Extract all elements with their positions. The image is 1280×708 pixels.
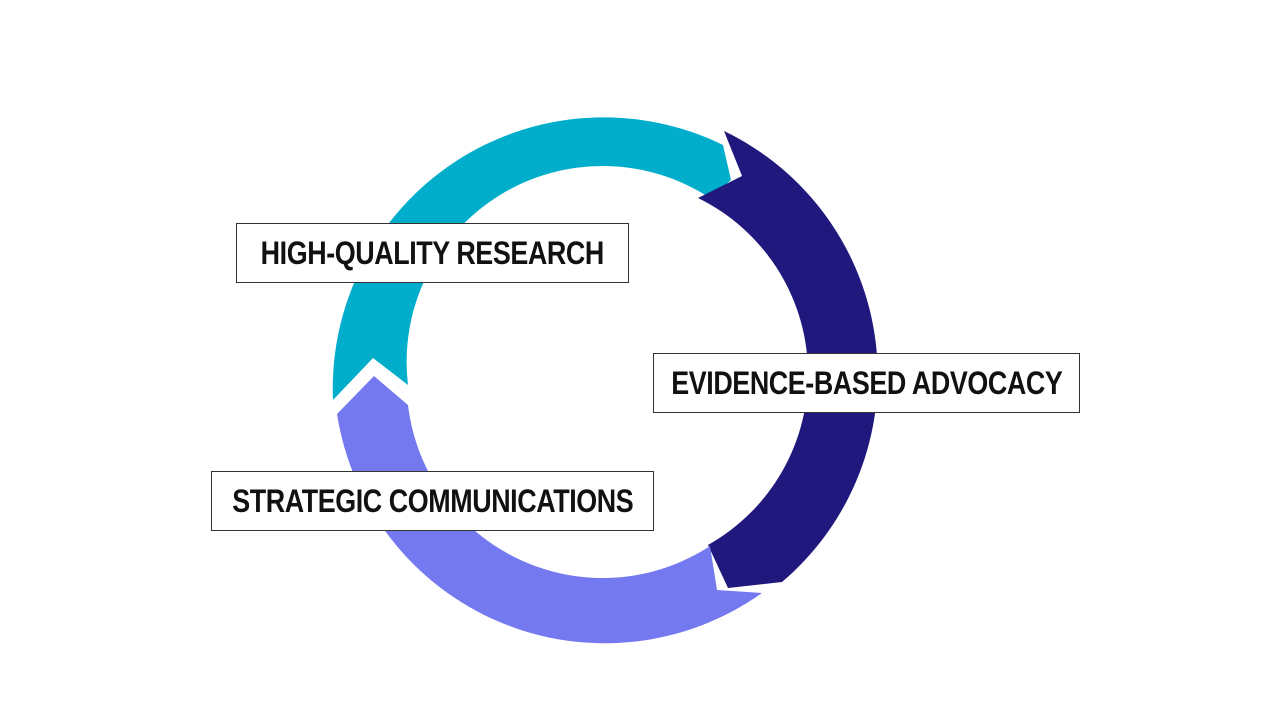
communications-label-box: STRATEGIC COMMUNICATIONS — [211, 471, 654, 531]
research-label-box: HIGH-QUALITY RESEARCH — [236, 223, 629, 283]
communications-label: STRATEGIC COMMUNICATIONS — [231, 482, 634, 519]
research-arrow-segment — [332, 117, 731, 400]
advocacy-label: EVIDENCE-BASED ADVOCACY — [670, 364, 1063, 401]
advocacy-label-box: EVIDENCE-BASED ADVOCACY — [653, 353, 1080, 413]
research-label: HIGH-QUALITY RESEARCH — [260, 234, 605, 271]
advocacy-arrow-segment — [698, 131, 878, 588]
communications-arrow-segment — [337, 376, 762, 644]
